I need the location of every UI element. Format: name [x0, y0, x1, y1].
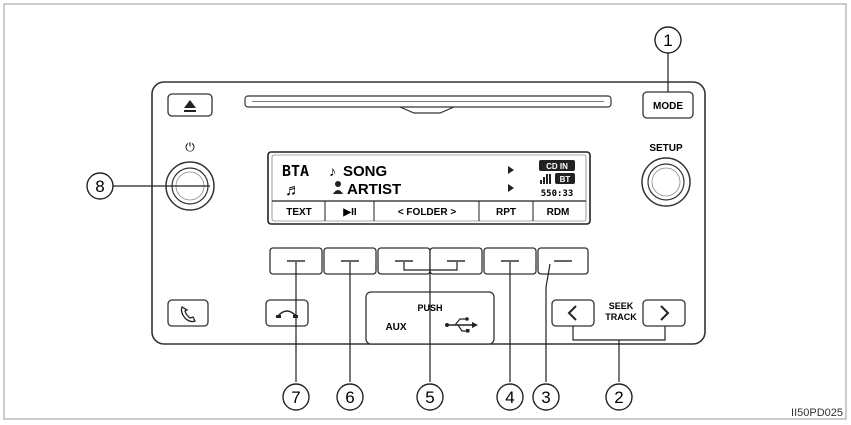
phone-hangup-button[interactable] — [265, 299, 309, 327]
callout-4: 4 — [496, 383, 524, 411]
music-note-icon: ♬ — [285, 182, 301, 199]
soft-button-5[interactable] — [483, 247, 537, 275]
bt-badge: BT — [555, 173, 575, 184]
callout-2: 2 — [605, 383, 633, 411]
callout-7: 7 — [282, 383, 310, 411]
callout-leaders — [113, 53, 669, 382]
svg-text:1: 1 — [663, 31, 672, 50]
source-label: BTA — [282, 162, 309, 180]
signal-icon — [540, 174, 551, 184]
callout-5: 5 — [416, 383, 444, 411]
soft-button-row — [269, 247, 589, 275]
time-readout: 550:33 — [541, 189, 574, 199]
eject-icon — [184, 100, 196, 112]
eject-button[interactable] — [167, 93, 213, 117]
softkey-label-rdm: RDM — [547, 207, 570, 218]
svg-text:6: 6 — [345, 388, 354, 407]
figure-frame — [3, 3, 847, 420]
seek-label: SEEK — [609, 301, 634, 311]
seek-track-prev-button[interactable] — [551, 299, 595, 327]
mode-button[interactable]: MODE — [642, 91, 694, 119]
svg-text:4: 4 — [505, 388, 514, 407]
softkey-label-folder: < FOLDER > — [398, 207, 457, 218]
softkey-label-play-pause: ▶II — [342, 207, 356, 218]
disc-badge: CD IN — [539, 160, 575, 171]
setup-knob[interactable]: SETUP — [641, 143, 691, 207]
artist-arrow-icon — [508, 184, 514, 192]
soft-button-6[interactable] — [537, 247, 589, 275]
svg-text:5: 5 — [425, 388, 434, 407]
callout-8: 8 — [86, 172, 114, 200]
callout-6: 6 — [336, 383, 364, 411]
music-note-icon: ♪ — [329, 163, 336, 179]
figure-id: II50PD025 — [791, 407, 843, 419]
seek-track-next-button[interactable] — [642, 299, 686, 327]
callout-1: 1 — [654, 26, 682, 54]
svg-text:BT: BT — [560, 175, 571, 184]
song-arrow-icon — [508, 166, 514, 174]
display-screen: BTA ♪ SONG CD IN ♬ ARTIST BT 550:33 — [267, 151, 591, 225]
setup-label: SETUP — [649, 143, 683, 154]
track-label: TRACK — [605, 312, 637, 322]
soft-button-1[interactable] — [269, 247, 323, 275]
mode-label: MODE — [653, 101, 683, 112]
callout-3: 3 — [532, 383, 560, 411]
usb-icon — [445, 317, 478, 333]
soft-button-4[interactable] — [429, 247, 483, 275]
cd-slot — [244, 95, 612, 114]
song-label: SONG — [343, 163, 387, 180]
chevron-right-icon — [660, 305, 670, 321]
phone-pickup-icon — [180, 306, 196, 323]
chevron-left-icon — [567, 305, 577, 321]
svg-text:7: 7 — [291, 388, 300, 407]
aux-label: AUX — [385, 322, 406, 333]
svg-text:CD IN: CD IN — [546, 162, 568, 171]
svg-text:2: 2 — [614, 388, 623, 407]
person-icon — [333, 181, 343, 194]
softkey-label-text: TEXT — [286, 207, 312, 218]
artist-label: ARTIST — [347, 181, 401, 198]
svg-text:8: 8 — [95, 177, 104, 196]
softkey-label-rpt: RPT — [496, 207, 516, 218]
phone-pickup-button[interactable] — [167, 299, 209, 327]
svg-text:3: 3 — [541, 388, 550, 407]
power-icon: ⏻ — [185, 140, 195, 154]
